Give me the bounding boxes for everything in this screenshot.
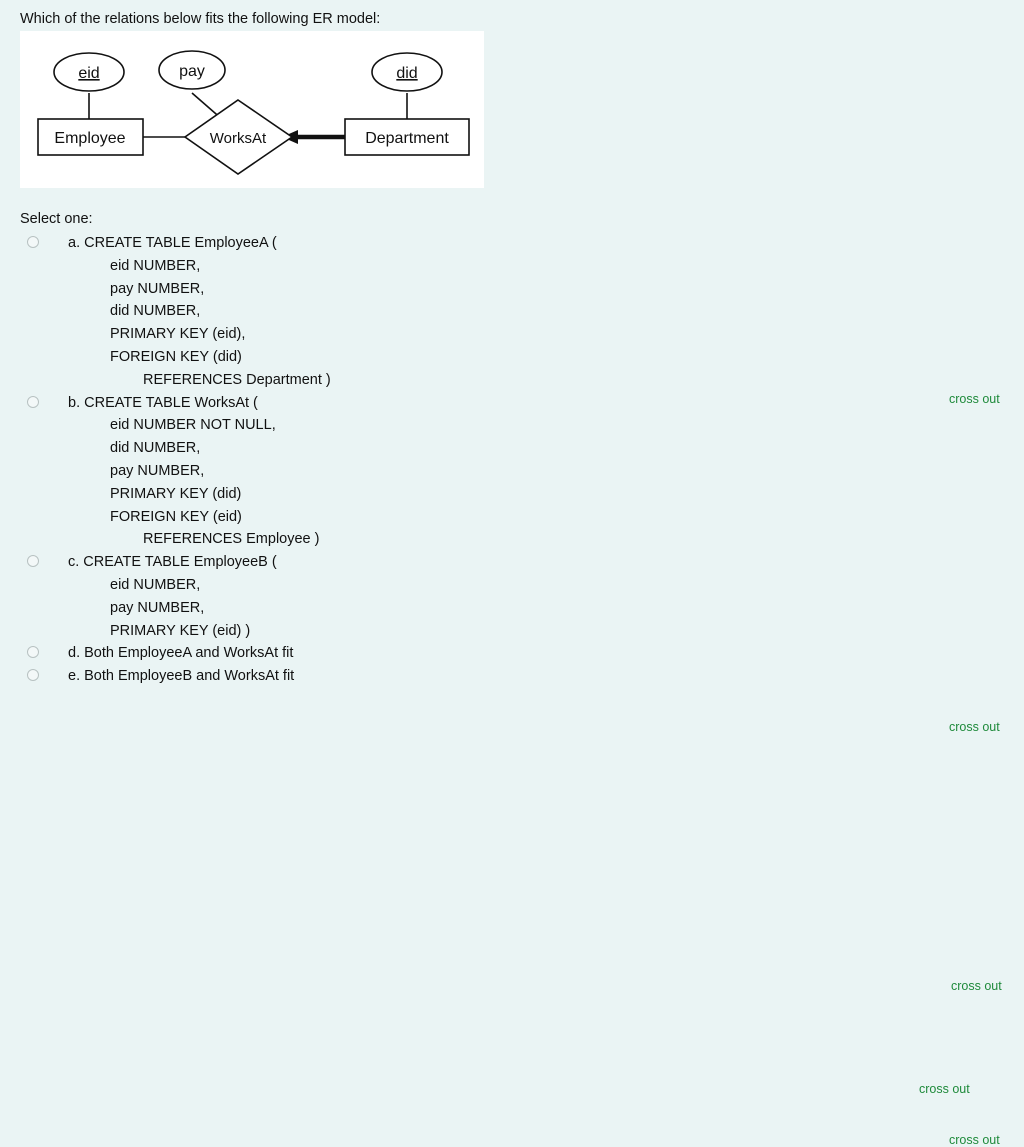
cross-out-link-d[interactable]: cross out bbox=[919, 1082, 970, 1097]
radio-option-b[interactable] bbox=[27, 395, 39, 408]
er-attribute-pay: pay bbox=[179, 63, 205, 80]
select-one-label: Select one: bbox=[20, 211, 93, 227]
option-a-line-5: FOREIGN KEY (did) bbox=[110, 348, 242, 365]
option-a-line-4: PRIMARY KEY (eid), bbox=[110, 326, 246, 343]
cross-out-link-e[interactable]: cross out bbox=[949, 1133, 1000, 1147]
cross-out-link-c[interactable]: cross out bbox=[951, 979, 1002, 994]
option-b-line-2: did NUMBER, bbox=[110, 440, 201, 457]
er-entity-department: Department bbox=[365, 130, 449, 147]
option-a-line-1: eid NUMBER, bbox=[110, 257, 201, 274]
option-b-line-1: eid NUMBER NOT NULL, bbox=[110, 417, 276, 434]
answer-options-list: a. CREATE TABLE EmployeeA ( eid NUMBER, … bbox=[0, 232, 1024, 1147]
er-model-diagram: eid pay did Employee Department WorksAt bbox=[20, 31, 484, 188]
er-entity-employee: Employee bbox=[54, 130, 125, 147]
option-a[interactable]: a. CREATE TABLE EmployeeA ( eid NUMBER, … bbox=[0, 232, 1024, 406]
option-d-line-0: d. Both EmployeeA and WorksAt fit bbox=[68, 645, 294, 662]
option-c[interactable]: c. CREATE TABLE EmployeeB ( eid NUMBER, … bbox=[0, 551, 1024, 993]
option-e[interactable]: e. Both EmployeeB and WorksAt fit cross … bbox=[0, 665, 1024, 1147]
radio-option-e[interactable] bbox=[27, 669, 39, 682]
radio-option-a[interactable] bbox=[27, 236, 39, 248]
radio-option-d[interactable] bbox=[27, 646, 39, 659]
option-a-line-3: did NUMBER, bbox=[110, 303, 201, 320]
option-b-line-4: PRIMARY KEY (did) bbox=[110, 485, 242, 502]
option-a-line-0: a. CREATE TABLE EmployeeA ( bbox=[68, 235, 277, 251]
option-b-line-3: pay NUMBER, bbox=[110, 462, 205, 479]
cross-out-link-a[interactable]: cross out bbox=[949, 392, 1000, 406]
option-c-line-0: c. CREATE TABLE EmployeeB ( bbox=[68, 554, 277, 571]
option-a-line-6: REFERENCES Department ) bbox=[143, 371, 331, 388]
er-attribute-did: did bbox=[396, 65, 417, 82]
option-c-line-2: pay NUMBER, bbox=[110, 599, 205, 616]
option-c-line-1: eid NUMBER, bbox=[110, 576, 201, 593]
option-c-line-3: PRIMARY KEY (eid) ) bbox=[110, 622, 251, 639]
cross-out-link-b[interactable]: cross out bbox=[949, 719, 1000, 734]
option-a-line-2: pay NUMBER, bbox=[110, 280, 205, 297]
er-relationship-worksat: WorksAt bbox=[210, 130, 267, 147]
option-b-line-6: REFERENCES Employee ) bbox=[143, 531, 320, 548]
question-prompt: Which of the relations below fits the fo… bbox=[20, 11, 381, 27]
er-attribute-eid: eid bbox=[78, 65, 99, 82]
option-b[interactable]: b. CREATE TABLE WorksAt ( eid NUMBER NOT… bbox=[0, 392, 1024, 734]
radio-option-c[interactable] bbox=[27, 555, 39, 568]
option-b-line-0: b. CREATE TABLE WorksAt ( bbox=[68, 394, 258, 411]
option-e-line-0: e. Both EmployeeB and WorksAt fit bbox=[68, 668, 295, 685]
option-d[interactable]: d. Both EmployeeA and WorksAt fit cross … bbox=[0, 642, 1024, 1096]
option-b-line-5: FOREIGN KEY (eid) bbox=[110, 508, 242, 525]
